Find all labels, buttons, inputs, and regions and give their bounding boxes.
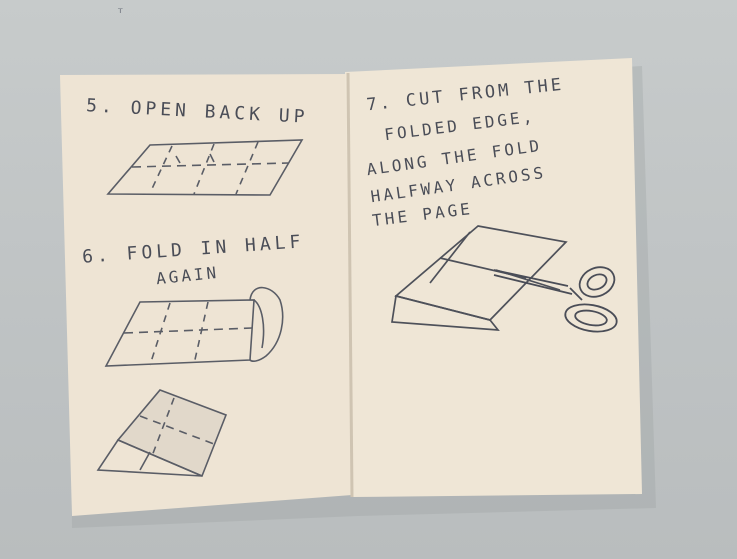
booklet-illustration (0, 0, 737, 559)
photo-scene: ᵀ (0, 0, 737, 559)
